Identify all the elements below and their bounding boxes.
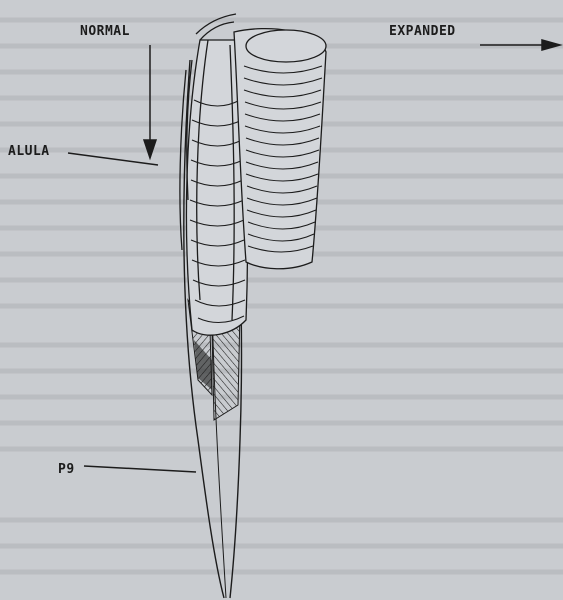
expanded-feather-stack [234,29,326,269]
p9-label: P9 [58,462,75,477]
p9-leader-line [84,466,196,472]
expanded-label: EXPANDED [389,24,456,39]
alula-leader-line [68,153,158,165]
alula-label: ALULA [8,144,50,159]
normal-label: NORMAL [80,24,130,39]
